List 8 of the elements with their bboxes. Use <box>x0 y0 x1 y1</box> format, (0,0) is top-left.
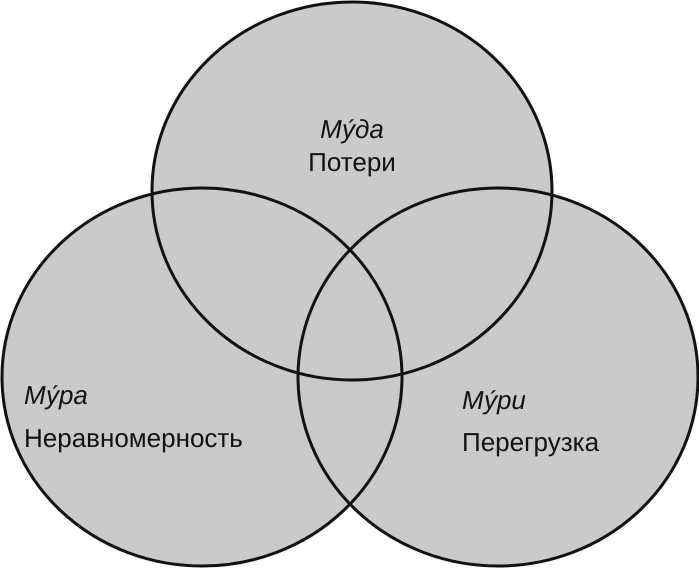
venn-circle <box>2 188 402 566</box>
term-label: Му́ри <box>462 385 526 415</box>
term-translation: Потери <box>308 147 396 177</box>
term-translation: Неравномерность <box>24 423 243 453</box>
venn-circle <box>152 2 552 380</box>
term-label: Му́да <box>320 114 384 144</box>
term-label: Му́ра <box>24 380 88 410</box>
term-translation: Перегрузка <box>462 427 600 457</box>
